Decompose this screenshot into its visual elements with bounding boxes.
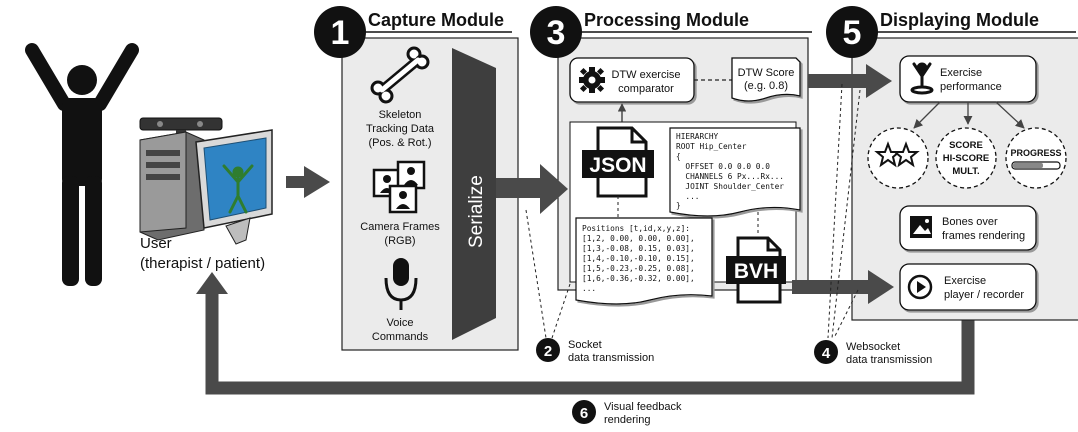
socket-transmission-marker: 2 Socket data transmission <box>525 209 654 364</box>
feedback-step-number: 6 <box>580 405 588 422</box>
displaying-module-header: 5 Displaying Module <box>826 6 1039 58</box>
camera-label-line1: Camera Frames <box>360 221 440 233</box>
voice-label-line1: Voice <box>387 317 414 329</box>
capture-module-number-badge <box>314 6 366 58</box>
socket-label-line1: Socket <box>568 339 602 351</box>
exercise-performance-box: Exercise performance <box>899 55 1037 103</box>
bvh-file-icon: BVH <box>726 236 786 304</box>
user-figure-icon <box>25 43 139 286</box>
websocket-transmission-marker: 4 Websocket data transmission <box>814 83 932 366</box>
bvh-file-label: BVH <box>734 260 778 283</box>
json-file-label: JSON <box>589 154 646 177</box>
score-to-display-arrow <box>808 64 892 98</box>
star-icon <box>892 141 920 168</box>
capture-module-header: 1 Capture Module <box>314 6 504 58</box>
capture-to-processing-arrow <box>496 164 568 214</box>
bvh-doc-line-2: ROOT Hip_Center <box>676 142 747 151</box>
bvh-doc-line-8: } <box>676 201 681 210</box>
json-doc-line-1: Positions [t,id,x,y,z]: <box>582 224 690 233</box>
exercise-player-box: Exercise player / recorder <box>899 263 1037 311</box>
json-document: Positions [t,id,x,y,z]: [1,2, 0.00, 0.00… <box>575 217 713 305</box>
displaying-module-number: 5 <box>843 14 862 52</box>
json-file-icon: JSON <box>582 126 654 198</box>
bvh-doc-line-4: OFFSET 0.0 0.0 0.0 <box>676 162 770 171</box>
score-badge-line2: HI-SCORE <box>943 153 989 164</box>
performance-label-line1: Exercise <box>940 67 982 79</box>
processing-module-title: Processing Module <box>584 10 749 30</box>
capture-module-title: Capture Module <box>368 10 504 30</box>
progress-badge: PROGRESS <box>1005 127 1067 189</box>
user-label-line2: (therapist / patient) <box>140 255 265 272</box>
play-icon <box>907 274 933 300</box>
bvh-doc-line-5: CHANNELS 6 Px...Rx... <box>676 172 784 181</box>
bones-over-frames-box: Bones over frames rendering <box>899 205 1037 251</box>
camera-label-line2: (RGB) <box>384 235 415 247</box>
json-doc-line-2: [1,2, 0.00, 0.00, 0.00], <box>582 234 695 243</box>
json-doc-line-4: [1,4,-0.10,-0.10, 0.15], <box>582 254 695 263</box>
score-badge: SCORE HI-SCORE MULT. <box>935 127 997 189</box>
processing-module-number-badge <box>530 6 582 58</box>
processing-module-number: 3 <box>547 14 566 52</box>
player-label-line1: Exercise <box>944 275 986 287</box>
monitor-icon <box>195 129 273 245</box>
json-doc-line-6: [1,6,-0.36,-0.32, 0.00], <box>582 274 695 283</box>
socket-label-line2: data transmission <box>568 352 654 364</box>
dtw-comparator-box: DTW exercise comparator <box>569 57 695 103</box>
bones-label-line2: frames rendering <box>942 230 1025 242</box>
voice-label-line2: Commands <box>372 331 429 343</box>
bvh-doc-line-7: ... <box>676 192 699 201</box>
comparator-label-line1: DTW exercise <box>611 69 680 81</box>
socket-step-number: 2 <box>544 343 552 360</box>
camera-frames-icon <box>372 160 426 214</box>
dtw-score-document: DTW Score (e.g. 0.8) <box>731 57 801 102</box>
processing-module-header: 3 Processing Module <box>530 6 749 58</box>
displaying-module-number-badge <box>826 6 878 58</box>
skeleton-label-line1: Skeleton <box>379 109 422 121</box>
score-badge-line3: MULT. <box>952 166 979 177</box>
feedback-label-line2: rendering <box>604 414 650 426</box>
person-exercise-icon <box>910 62 934 95</box>
score-badge-line1: SCORE <box>949 140 983 151</box>
bone-icon <box>370 46 430 104</box>
user-to-capture-arrow <box>286 166 330 198</box>
bvh-document: HIERARCHY ROOT Hip_Center { OFFSET 0.0 0… <box>669 127 801 217</box>
gear-icon <box>579 67 605 93</box>
json-doc-line-5: [1,5,-0.23,-0.25, 0.08], <box>582 264 695 273</box>
comparator-label-line2: comparator <box>618 83 674 95</box>
user-label-line1: User <box>140 235 172 252</box>
bvh-doc-line-6: JOINT Shoulder_Center <box>676 182 784 191</box>
skeleton-label-line3: (Pos. & Rot.) <box>369 137 432 149</box>
websocket-label-line2: data transmission <box>846 354 932 366</box>
bvh-to-player-arrow <box>792 270 894 304</box>
score-label-line1: DTW Score <box>738 67 795 79</box>
microphone-icon <box>384 258 418 310</box>
displaying-module-title: Displaying Module <box>880 10 1039 30</box>
skeleton-label-line2: Tracking Data <box>366 123 435 135</box>
bones-label-line1: Bones over <box>942 216 998 228</box>
image-icon <box>910 216 932 238</box>
score-label-line2: (e.g. 0.8) <box>744 80 788 92</box>
player-label-line2: player / recorder <box>944 289 1024 301</box>
websocket-label-line1: Websocket <box>846 341 900 353</box>
bvh-doc-line-3: { <box>676 152 681 161</box>
performance-label-line2: performance <box>940 81 1002 93</box>
serialize-label: Serialize <box>466 175 487 248</box>
bvh-doc-line-1: HIERARCHY <box>676 132 719 141</box>
capture-module-number: 1 <box>331 14 350 52</box>
json-doc-line-7: ... <box>582 284 596 293</box>
stars-badge <box>867 127 929 189</box>
websocket-step-number: 4 <box>822 345 831 362</box>
visual-feedback-marker: 6 Visual feedback rendering <box>572 400 682 426</box>
serialize-block: Serialize <box>452 48 496 340</box>
feedback-loop-arrow <box>196 272 975 395</box>
feedback-label-line1: Visual feedback <box>604 401 682 413</box>
computer-tower-icon <box>139 131 205 241</box>
json-doc-line-3: [1,3,-0.08, 0.15, 0.03], <box>582 244 695 253</box>
progress-badge-label: PROGRESS <box>1010 148 1061 158</box>
